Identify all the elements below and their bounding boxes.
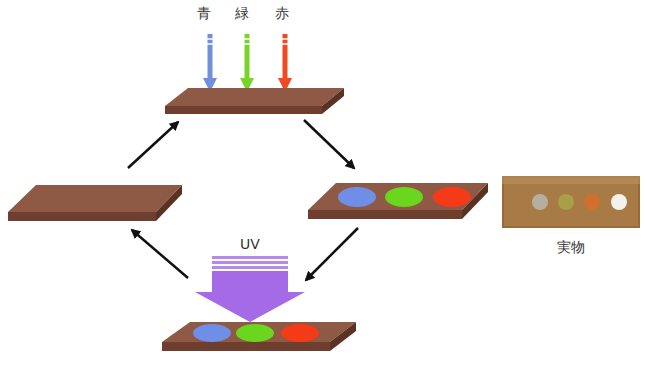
- light-beams: [203, 34, 292, 92]
- plate: [162, 322, 356, 351]
- light-label: 緑: [235, 6, 249, 21]
- uv-label: UV: [240, 237, 260, 252]
- plate: [8, 185, 182, 221]
- plate: [165, 88, 344, 114]
- cycle-arrows: [128, 120, 358, 280]
- light-label: 赤: [275, 6, 289, 21]
- plate: [308, 183, 488, 219]
- photo-caption: 実物: [557, 240, 585, 255]
- light-label: 青: [197, 6, 211, 21]
- photo: [502, 176, 640, 228]
- uv-beam: [195, 256, 305, 322]
